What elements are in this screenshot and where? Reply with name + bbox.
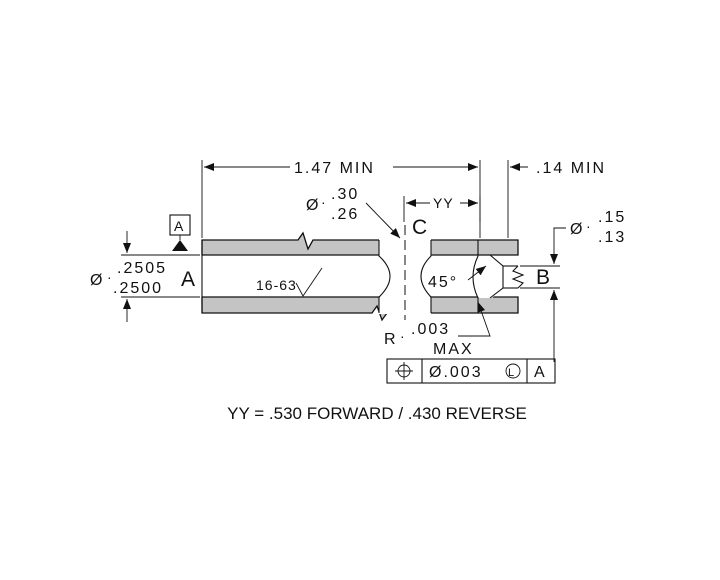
dot: ·: [586, 218, 592, 234]
dot: ·: [321, 194, 327, 210]
datum-triangle: [172, 240, 188, 251]
diameter-symbol: Ø: [306, 197, 320, 214]
break-line: [511, 265, 525, 289]
bore-dia-symbol: Ø: [90, 272, 104, 289]
datum-b-label: B: [536, 266, 550, 289]
part-section: [201, 225, 525, 322]
surface-finish: 16-63: [256, 267, 323, 297]
length-min-text: 1.47 MIN: [294, 160, 375, 177]
end-diameter-dimension: Ø · .15 .13 B: [520, 209, 626, 362]
end-dia-upper: .15: [598, 209, 626, 226]
bore-diameter-dimension: Ø · .2505 .2500 A: [90, 231, 200, 322]
end-chamfer: [473, 256, 519, 298]
radius-prefix: R: [384, 331, 398, 348]
bore-dia-lower: .2500: [113, 280, 163, 297]
center-diameter-callout: Ø · .30 .26: [306, 186, 401, 239]
end-min-dimension: .14 MIN: [507, 160, 606, 238]
yy-dimension: YY: [403, 195, 481, 222]
fcf-tolerance: Ø.003: [429, 364, 483, 381]
top-wall: [201, 231, 519, 256]
datum-a-box-letter: A: [174, 218, 184, 234]
dot: ·: [107, 269, 113, 285]
datum-c: C: [412, 216, 427, 239]
bottom-wall: [201, 296, 519, 322]
fcf-datum: A: [534, 364, 547, 381]
radius-callout: R · .003 MAX: [384, 301, 491, 358]
end-dia-symbol: Ø: [570, 221, 584, 238]
yy-note: YY = .530 FORWARD / .430 REVERSE: [227, 404, 527, 423]
end-dia-lower: .13: [598, 229, 626, 246]
yy-text: YY: [433, 195, 454, 211]
fcf-modifier: L: [508, 367, 514, 379]
center-dia-upper: .30: [331, 186, 359, 203]
feature-control-frame: Ø.003 L A: [386, 358, 556, 384]
bore-dia-upper: .2505: [117, 260, 167, 277]
surface-finish-text: 16-63: [256, 277, 297, 293]
radius-max: MAX: [433, 341, 474, 358]
end-min-text: .14 MIN: [536, 160, 606, 177]
datum-a-label: A: [181, 268, 195, 291]
angle-text: 45°: [428, 274, 458, 291]
dot: ·: [400, 328, 406, 344]
center-dia-lower: .26: [331, 206, 359, 223]
angle-callout: 45°: [428, 265, 487, 291]
radius-value: .003: [411, 321, 450, 338]
datum-a-feature: A: [169, 214, 191, 251]
